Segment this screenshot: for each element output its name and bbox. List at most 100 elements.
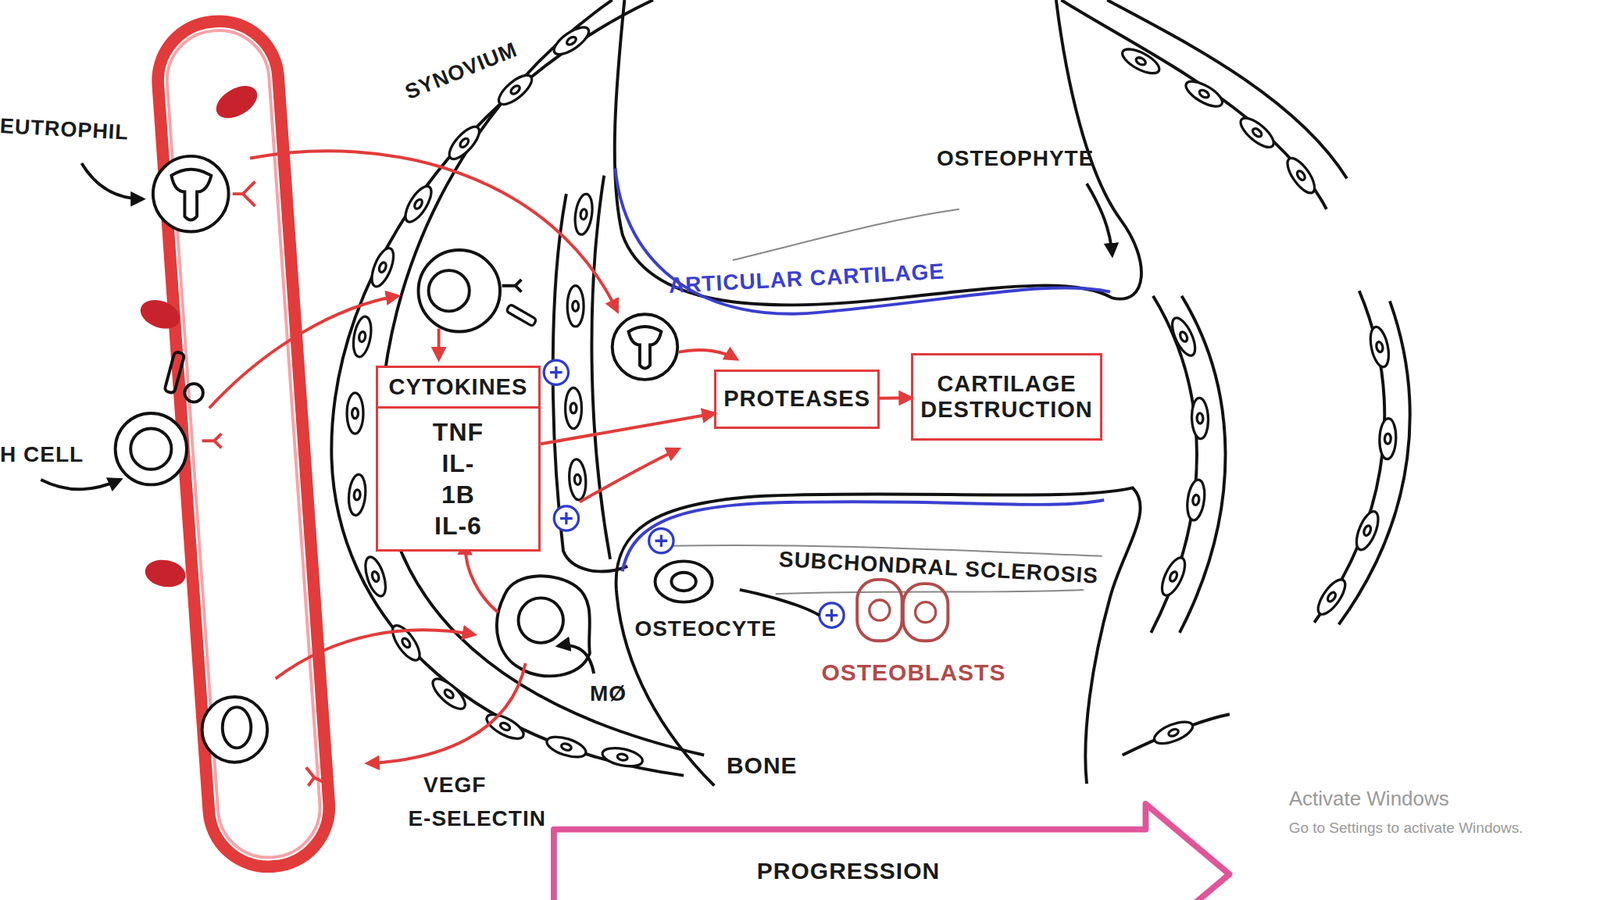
cell-nucleus — [570, 403, 577, 414]
cell-nucleus — [1326, 590, 1338, 603]
cell-nucleus — [458, 136, 471, 149]
cell-body — [1191, 397, 1210, 440]
cell-body — [1235, 113, 1278, 153]
cell-nucleus — [1198, 89, 1211, 100]
connector-arrow — [879, 396, 912, 400]
cell-nucleus — [1362, 525, 1372, 537]
cell-nucleus — [353, 489, 361, 501]
synovial-cell — [1185, 478, 1208, 522]
cell-nucleus — [352, 407, 359, 418]
cell-nucleus — [1384, 433, 1391, 444]
process-box: PROTEASES — [714, 369, 880, 429]
receptor — [506, 303, 537, 327]
box-heading: CYTOKINES — [378, 367, 540, 409]
synovial-cell — [1282, 153, 1320, 197]
receptor — [202, 433, 222, 448]
structure-label: ARTICULAR CARTILAGE — [667, 259, 946, 299]
tissue-label: BONE — [726, 752, 798, 779]
synovial-cell — [550, 22, 593, 60]
cell-body — [346, 392, 364, 434]
progression-arrow: PROGRESSION — [550, 800, 1235, 900]
mediator-label: E-SELECTIN — [407, 806, 546, 832]
synovial-cell — [565, 387, 583, 429]
cell-body — [572, 192, 595, 236]
pathway-arrow — [275, 629, 475, 679]
structure-label: OSTEOPHYTE — [936, 146, 1094, 172]
cell-label: MØ — [589, 681, 627, 707]
cell-nucleus — [371, 571, 380, 583]
cell-body — [1118, 44, 1163, 79]
synovial-cell — [1167, 314, 1200, 359]
synovial-cell — [494, 70, 536, 110]
osteocyte-cell — [655, 560, 713, 602]
pathway-arrow — [250, 150, 618, 311]
leader-arrow — [1086, 183, 1113, 255]
plus-symbol — [550, 366, 563, 379]
receptor — [502, 279, 522, 293]
synovial-cell — [1352, 508, 1383, 553]
box-text: CARTILAGE DESTRUCTION — [920, 371, 1093, 424]
cell-body — [494, 70, 536, 110]
sclerosis-line — [775, 589, 1084, 594]
cell-body — [567, 458, 587, 501]
antigen-receptor — [164, 351, 185, 394]
pathway-arrow — [367, 663, 525, 764]
structure-label: SUBCHONDRAL SCLEROSIS — [778, 546, 1100, 589]
cell-body — [1378, 417, 1397, 460]
synovial-cell — [350, 314, 375, 358]
synovial-cell — [1118, 44, 1163, 79]
cell-body — [544, 732, 589, 761]
upper-bone — [614, 0, 1142, 305]
cell-body — [1367, 325, 1392, 368]
receptor — [306, 767, 323, 786]
receptor — [232, 181, 256, 206]
synovial-cell — [1151, 717, 1196, 748]
synovial-cell — [567, 458, 587, 501]
synovial-cell — [346, 474, 367, 517]
heading-text: CYTOKINES — [381, 374, 536, 400]
pathway-arrow — [579, 449, 679, 503]
synovial-cell — [572, 192, 595, 236]
synovium-outline — [379, 0, 704, 756]
leader-lines — [40, 163, 1112, 674]
synovial-cell — [1378, 417, 1397, 460]
cytokine-list: TNF IL-1B IL-6 — [432, 416, 484, 542]
macrophage-nucleus — [518, 597, 564, 643]
watermark: Activate Windows — [1289, 786, 1450, 811]
neutrophil-nucleus — [628, 326, 662, 369]
cell-body — [565, 387, 583, 429]
pathway-arrow — [437, 328, 441, 360]
arrow-outline — [550, 800, 1235, 900]
neutrophil-cell — [153, 156, 229, 233]
cell-body — [367, 245, 398, 290]
cell-body — [1313, 575, 1350, 619]
cell-nucleus — [574, 474, 582, 486]
t-cell-nucleus — [428, 270, 470, 311]
cell-nucleus — [1192, 494, 1200, 506]
osteoblast-cell — [903, 583, 948, 641]
mediator-label: VEGF — [423, 772, 486, 798]
monocyte-nucleus — [222, 707, 252, 748]
cell-nucleus — [358, 331, 367, 343]
cell-nucleus — [560, 742, 572, 751]
cell-nucleus — [1375, 341, 1384, 353]
plus-symbol — [819, 603, 844, 628]
synovial-cell — [1367, 325, 1392, 368]
arrow-shape — [553, 803, 1230, 900]
cell-body — [600, 744, 644, 769]
cell-nucleus — [1135, 56, 1147, 67]
synovial-cell — [387, 621, 425, 665]
cell-nucleus — [442, 688, 455, 700]
synovial-cell — [1191, 397, 1210, 440]
red-blood-cell — [142, 557, 188, 591]
watermark: Go to Settings to activate Windows. — [1289, 819, 1524, 837]
synovial-cell — [444, 121, 484, 164]
plus-symbol — [825, 609, 839, 622]
leader-arrow — [557, 645, 594, 674]
cell-body — [1182, 76, 1226, 111]
macrophage — [496, 575, 590, 676]
cell-nucleus — [1167, 728, 1180, 738]
